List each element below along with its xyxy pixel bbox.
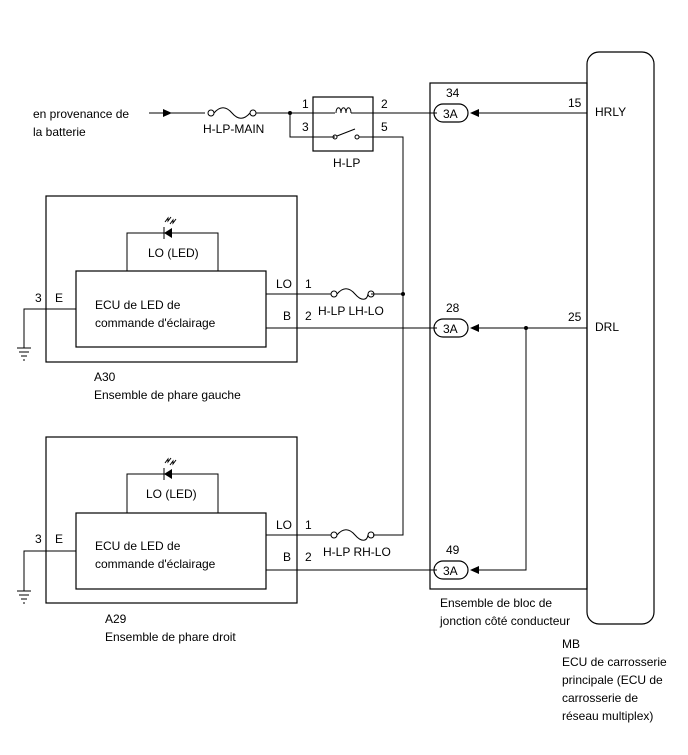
ground-icon <box>17 590 31 604</box>
arrow-head <box>470 109 479 117</box>
relay-pin-2: 2 <box>381 97 388 111</box>
fuse-lh-label: H-LP LH-LO <box>318 304 384 318</box>
left-num-lo: 1 <box>305 277 312 291</box>
source-arrow <box>163 109 172 117</box>
relay-pin-3: 3 <box>302 120 309 134</box>
right-led-label: LO (LED) <box>146 487 197 501</box>
right-num-e: 3 <box>35 532 42 546</box>
ecu-drl-label: DRL <box>595 320 619 334</box>
right-ecu-line1: ECU de LED de <box>95 539 181 553</box>
right-lamp-code: A29 <box>105 612 127 626</box>
junction-dot <box>401 292 405 296</box>
source-label-line1: en provenance de <box>33 107 129 121</box>
fuse-main-label: H-LP-MAIN <box>203 122 264 136</box>
led-icon <box>163 457 177 480</box>
ecu-code: MB <box>562 637 580 651</box>
fuse-h-lp-rh-lo <box>330 529 375 541</box>
led-icon <box>163 216 177 239</box>
left-ecu-line2: commande d'éclairage <box>95 316 216 330</box>
relay-name: H-LP <box>333 156 360 170</box>
jb-connector-3a-top: 3A <box>443 107 458 121</box>
arrow-head <box>470 324 479 332</box>
jb-pin-49: 49 <box>446 543 460 557</box>
left-led-label: LO (LED) <box>148 246 199 260</box>
fuse-rh-label: H-LP RH-LO <box>323 545 391 559</box>
jb-pin-34: 34 <box>446 86 460 100</box>
left-pin-b: B <box>283 309 291 323</box>
relay-pin-5: 5 <box>381 120 388 134</box>
left-lamp-code: A30 <box>94 370 116 384</box>
left-num-e: 3 <box>35 291 42 305</box>
right-num-lo: 1 <box>305 518 312 532</box>
fuse-h-lp-main <box>207 107 257 119</box>
ecu-hrly-label: HRLY <box>595 105 626 119</box>
jb-pin-28: 28 <box>446 301 460 315</box>
jb-connector-3a-bot: 3A <box>443 564 458 578</box>
ecu-line2: principale (ECU de <box>562 673 663 687</box>
ecu-line1: ECU de carrosserie <box>562 655 667 669</box>
junction-dot <box>524 326 528 330</box>
arrow-head <box>470 566 479 574</box>
fuse-h-lp-lh-lo <box>330 288 375 300</box>
left-num-b: 2 <box>305 309 312 323</box>
relay-h-lp <box>312 96 374 152</box>
right-lamp-name: Ensemble de phare droit <box>105 630 236 644</box>
left-pin-e: E <box>55 291 63 305</box>
left-ecu-line1: ECU de LED de <box>95 298 181 312</box>
jb-connector-3a-mid: 3A <box>443 322 458 336</box>
source-label-line2: la batterie <box>33 125 86 139</box>
relay-pin-1: 1 <box>302 97 309 111</box>
right-pin-b: B <box>283 550 291 564</box>
left-lamp-name: Ensemble de phare gauche <box>94 388 241 402</box>
right-pin-lo: LO <box>276 518 292 532</box>
left-headlamp-assembly <box>45 195 298 363</box>
ecu-line4: réseau multiplex) <box>562 709 653 723</box>
left-pin-lo: LO <box>276 277 292 291</box>
ecu-drl-pin: 25 <box>568 310 582 324</box>
right-num-b: 2 <box>305 550 312 564</box>
junction-block-line2: jonction côté conducteur <box>439 614 570 628</box>
right-headlamp-assembly <box>45 436 298 604</box>
junction-block <box>429 82 588 590</box>
ecu-hrly-pin: 15 <box>568 96 582 110</box>
main-body-ecu <box>586 51 655 625</box>
junction-block-line1: Ensemble de bloc de <box>440 596 552 610</box>
ground-icon <box>17 347 31 361</box>
ecu-line3: carrosserie de <box>562 691 638 705</box>
right-ecu-line2: commande d'éclairage <box>95 557 216 571</box>
right-pin-e: E <box>55 532 63 546</box>
